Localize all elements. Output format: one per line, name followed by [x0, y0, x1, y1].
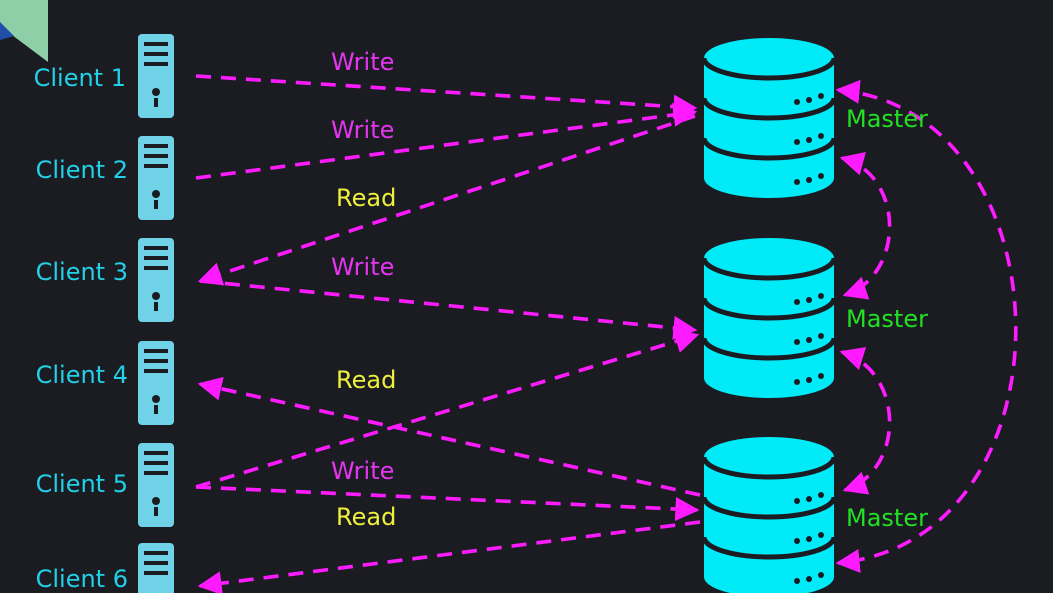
client-label: Client 3 — [36, 258, 128, 286]
master-label: Master — [846, 504, 928, 532]
client-label: Client 6 — [36, 565, 128, 593]
edge-client5-write-master3 — [195, 485, 700, 521]
operation-label-read: Read — [336, 503, 396, 531]
client-label: Client 2 — [36, 156, 128, 184]
server-icon — [138, 543, 174, 593]
server-icon — [138, 136, 174, 220]
master-label: Master — [846, 105, 928, 133]
client-3: Client 3 — [36, 238, 174, 322]
operation-label-write: Write — [331, 253, 394, 281]
master-label: Master — [846, 305, 928, 333]
replication-edges — [835, 79, 1018, 573]
operation-label-read: Read — [336, 184, 396, 212]
server-icon — [138, 341, 174, 425]
client-label: Client 1 — [34, 64, 126, 92]
edge-client2-write — [195, 102, 698, 180]
database-master-2: Master — [701, 238, 928, 398]
client-label: Client 4 — [36, 361, 128, 389]
client-5: Client 5 — [36, 443, 174, 527]
client-2: Client 2 — [36, 136, 174, 220]
operation-labels: Write Write Read Write Read Write Read — [331, 48, 396, 531]
edge-client1-write — [195, 74, 698, 119]
server-icon — [138, 443, 174, 527]
edge-client3-read — [197, 114, 696, 286]
database-icon — [701, 238, 837, 398]
replication-master2-master3 — [839, 347, 892, 495]
replication-master1-master3 — [835, 79, 1018, 573]
client-4: Client 4 — [36, 341, 174, 425]
server-icon — [138, 34, 174, 118]
operation-label-write: Write — [331, 457, 394, 485]
edge-client3-write — [199, 279, 698, 340]
replication-master1-master2 — [839, 152, 892, 300]
edge-client6-read — [197, 520, 701, 593]
edge-client4-read — [197, 376, 701, 497]
database-master-3: Master — [701, 437, 928, 593]
database-master-1: Master — [701, 38, 928, 198]
database-icon — [701, 38, 837, 198]
client-label: Client 5 — [36, 470, 128, 498]
operation-label-write: Write — [331, 48, 394, 76]
database-icon — [701, 437, 837, 593]
client-6: Client 6 — [36, 543, 174, 593]
connection-edges — [195, 74, 701, 593]
server-icon — [138, 238, 174, 322]
client-1: Client 1 — [34, 34, 174, 118]
corner-decoration — [0, 0, 48, 62]
operation-label-read: Read — [336, 366, 396, 394]
operation-label-write: Write — [331, 116, 394, 144]
edge-client5-write-master2 — [195, 329, 700, 489]
